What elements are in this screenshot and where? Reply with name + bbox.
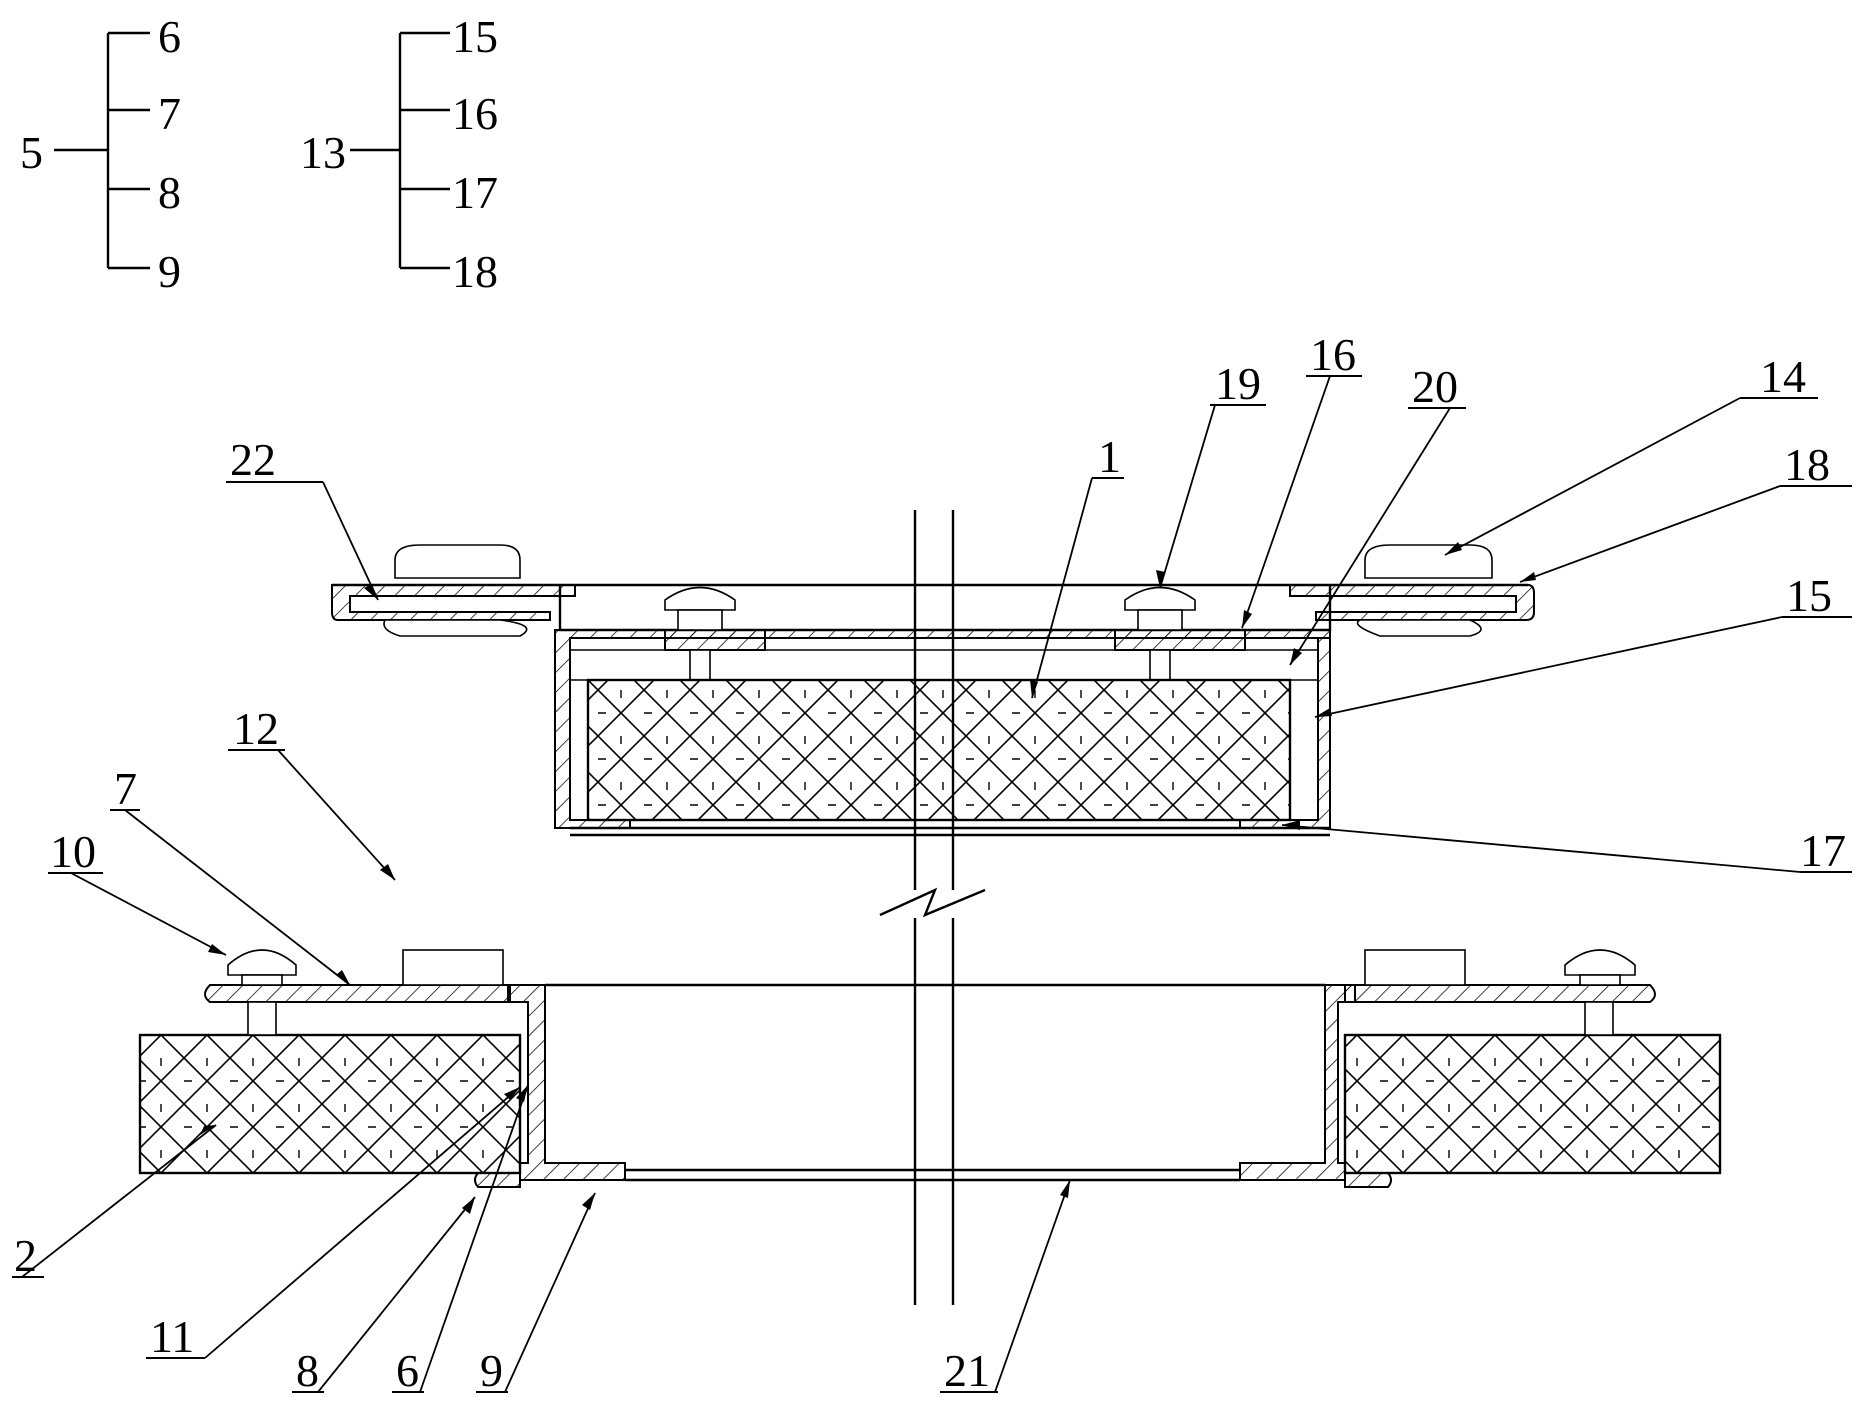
- core-insulation: [586, 678, 1292, 822]
- right-flange-plate: [1289, 584, 1535, 621]
- callout-15: 15: [1786, 570, 1832, 621]
- callout-6: 6: [396, 1345, 419, 1396]
- callout-18: 18: [1784, 439, 1830, 490]
- break-line: [879, 510, 986, 1305]
- legend-item-15: 15: [452, 11, 498, 62]
- legend-item-9: 9: [158, 246, 181, 297]
- legend-group-13: 13 15 16 17 18: [300, 11, 498, 297]
- screw-head-right: [1124, 586, 1196, 611]
- callouts: 22 1 19 16 20 14 18 15 17 12 7 10 2 11 8…: [12, 329, 1852, 1396]
- legend-item-17: 17: [452, 167, 498, 218]
- legend-root-5: 5: [20, 127, 43, 178]
- callout-9: 9: [480, 1345, 503, 1396]
- callout-8: 8: [296, 1345, 319, 1396]
- callout-22: 22: [230, 434, 276, 485]
- leader-lines: [21, 375, 1801, 1393]
- callout-14: 14: [1760, 351, 1806, 402]
- callout-20: 20: [1412, 361, 1458, 412]
- screw-10-left: [227, 949, 297, 976]
- legend-item-8: 8: [158, 167, 181, 218]
- callout-16: 16: [1310, 329, 1356, 380]
- wall-panel-right: [1343, 1033, 1722, 1175]
- legend-item-7: 7: [158, 88, 181, 139]
- legend-root-13: 13: [300, 127, 346, 178]
- upper-assembly: [331, 544, 1535, 837]
- callout-19: 19: [1215, 358, 1261, 409]
- right-seal-ring: [1364, 544, 1493, 579]
- screw-10-right: [1564, 949, 1636, 976]
- left-flange-plate: [331, 584, 576, 621]
- left-top-flange: [204, 984, 511, 1003]
- right-top-flange: [1344, 984, 1656, 1003]
- callout-12: 12: [233, 703, 279, 754]
- block-right: [1364, 949, 1466, 986]
- callout-17: 17: [1800, 825, 1846, 876]
- block-left: [402, 949, 504, 986]
- legend-group-5: 5 6 7 8 9: [20, 11, 181, 297]
- screw-head-left: [664, 586, 736, 611]
- callout-1: 1: [1098, 431, 1121, 482]
- callout-7: 7: [114, 763, 137, 814]
- callout-21: 21: [944, 1345, 990, 1396]
- wall-panel-left: [138, 1033, 522, 1175]
- left-sleeve-wall: [507, 984, 626, 1181]
- callout-2: 2: [14, 1230, 37, 1281]
- left-seal-ring: [394, 544, 521, 579]
- lower-assembly: [138, 949, 1722, 1188]
- legend-item-18: 18: [452, 246, 498, 297]
- callout-10: 10: [50, 826, 96, 877]
- legend-item-16: 16: [452, 88, 498, 139]
- callout-11: 11: [150, 1311, 194, 1362]
- legend-item-6: 6: [158, 11, 181, 62]
